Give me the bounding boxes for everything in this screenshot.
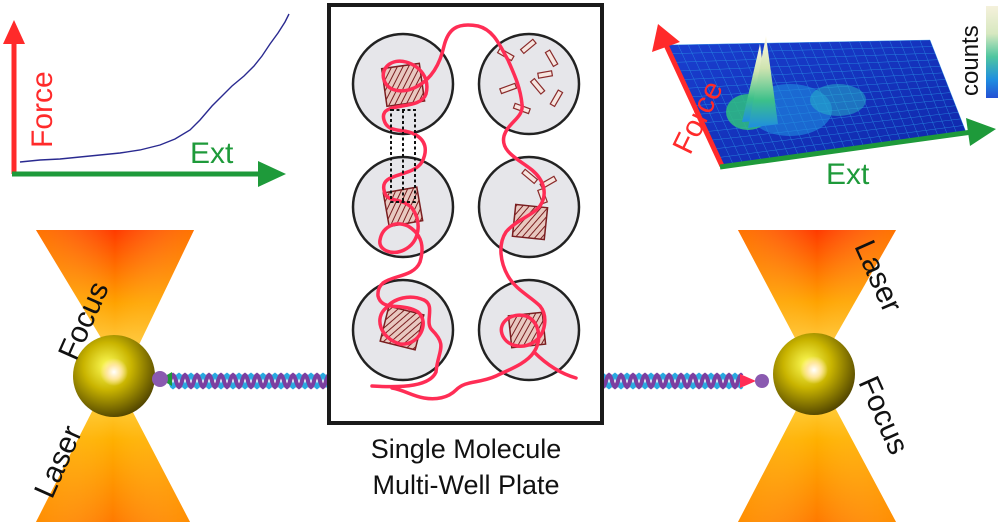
grid-line <box>715 118 961 149</box>
left-laser-cone-bottom-shade <box>36 372 190 522</box>
left-handle-bead-link <box>152 371 168 387</box>
counts-label: counts <box>957 25 984 96</box>
plate-title-line1: Single Molecule <box>371 434 562 464</box>
force-axis-arrowhead <box>3 20 25 44</box>
histogram-ext-axis <box>719 129 973 170</box>
histogram-ridge-secondary <box>810 84 866 116</box>
left-bead-highlight <box>100 358 128 386</box>
force-label-left: Force <box>26 71 59 148</box>
right-optical-trap: Laser Focus <box>738 230 915 522</box>
histogram-force-axis <box>663 43 725 168</box>
left-optical-trap: Focus Laser <box>28 230 194 522</box>
folded-structure-middle-right <box>511 203 549 241</box>
right-handle-arrowhead <box>740 374 756 388</box>
histogram-force-arrowhead <box>652 24 680 52</box>
histogram-peak-front <box>748 36 778 128</box>
tether-strand-right-exit <box>532 350 578 380</box>
plate-title-line2: Multi-Well Plate <box>372 470 559 500</box>
force-extension-plot: Force Ext <box>3 13 290 187</box>
ext-axis-arrowhead <box>258 161 286 187</box>
grid-line <box>683 66 941 80</box>
counts-colorbar <box>986 6 998 98</box>
grid-line <box>671 46 933 54</box>
ext-label-right: Ext <box>826 158 870 191</box>
grid-line <box>667 39 931 46</box>
grid-line <box>719 125 964 158</box>
right-laser-cone-bottom-shade <box>738 372 896 522</box>
dotted-linker <box>390 109 416 203</box>
histogram-ext-arrowhead <box>966 118 996 146</box>
grid-line <box>675 52 936 63</box>
right-handle-bead-link <box>755 374 769 388</box>
grid-line <box>687 72 943 89</box>
grid-line <box>711 112 959 141</box>
ext-label-left: Ext <box>190 137 234 170</box>
tether-strand <box>370 23 547 401</box>
right-bead-highlight <box>800 356 828 384</box>
force-extension-trace <box>19 13 290 163</box>
focus-label-right: Focus <box>852 371 915 459</box>
right-laser-cone-top-shade <box>738 230 896 374</box>
grid-line <box>691 79 946 98</box>
left-laser-cone-top-shade <box>36 230 194 376</box>
multi-well-plate: Single Molecule Multi-Well Plate <box>327 3 604 500</box>
grid-line <box>679 59 938 72</box>
force-extension-histogram: Force Ext counts <box>652 6 998 191</box>
